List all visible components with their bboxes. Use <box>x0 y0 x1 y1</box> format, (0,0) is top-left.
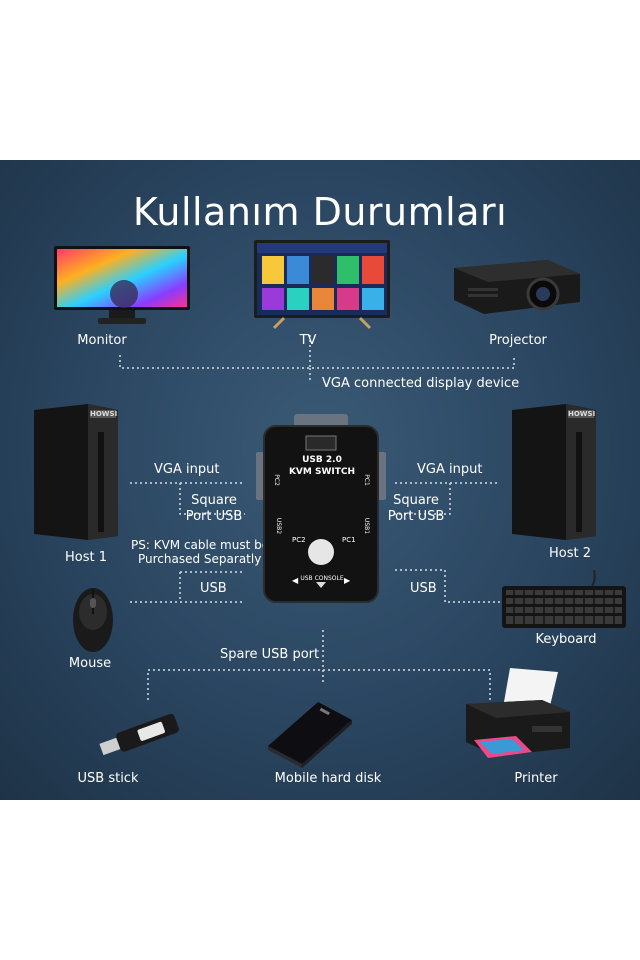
usb-stick-label: USB stick <box>77 771 139 786</box>
keyboard-image <box>502 569 628 634</box>
square-usb-right-label-1: Square <box>393 493 439 508</box>
mobile-hdd-image <box>264 698 356 772</box>
kvm-console-left-arrow-icon: ◀ <box>292 576 299 585</box>
usb-stick-image <box>92 708 184 762</box>
diagram-panel: Kullanım Durumları <box>0 160 640 800</box>
kvm-pc2-label: PC2 <box>292 536 306 544</box>
projector-label: Projector <box>489 333 547 348</box>
kvm-console-right-arrow-icon: ▶ <box>344 576 351 585</box>
kvm-switch-image <box>256 408 386 610</box>
diagram-title: Kullanım Durumları <box>132 190 508 234</box>
kvm-note-2: Purchased Separatly <box>138 552 262 566</box>
tv-image <box>254 240 390 334</box>
mouse-label: Mouse <box>68 656 112 671</box>
host1-image <box>30 402 122 546</box>
host2-logo: HOWSI <box>568 410 596 418</box>
vga-display-label: VGA connected display device <box>322 376 520 391</box>
vga-input-left-label: VGA input <box>154 462 220 477</box>
monitor-label: Monitor <box>77 333 127 348</box>
host1-label: Host 1 <box>64 550 107 565</box>
keyboard-label: Keyboard <box>535 632 597 647</box>
host1-logo: HOWSI <box>90 410 118 418</box>
mouse-image <box>70 584 116 658</box>
square-usb-left-label-1: Square <box>191 493 237 508</box>
kvm-console-label: USB CONSOLE <box>300 575 344 582</box>
monitor-image <box>54 246 190 332</box>
printer-image <box>462 666 574 770</box>
spare-usb-label: Spare USB port <box>220 647 320 662</box>
vga-input-right-label: VGA input <box>417 462 483 477</box>
kvm-usb2-side-label: USB2 <box>275 517 283 535</box>
host2-label: Host 2 <box>548 546 591 561</box>
mobile-hdd-label: Mobile hard disk <box>274 771 382 786</box>
printer-label: Printer <box>514 771 558 786</box>
kvm-note-1: PS: KVM cable must be <box>131 538 270 552</box>
square-usb-right-label-2: Port USB <box>387 509 445 524</box>
kvm-usb1-side-label: USB1 <box>363 517 371 535</box>
kvm-pc1-label: PC1 <box>342 536 356 544</box>
usb-left-label: USB <box>200 581 227 596</box>
kvm-switch-line2: KVM SWITCH <box>288 467 356 477</box>
usb-right-label: USB <box>410 581 437 596</box>
kvm-pc1-side-label: PC1 <box>362 474 370 486</box>
kvm-switch-line1: USB 2.0 <box>302 455 342 465</box>
projector-image <box>448 254 584 328</box>
kvm-pc2-side-label: PC2 <box>272 474 280 486</box>
square-usb-left-label-2: Port USB <box>185 509 243 524</box>
tv-label: TV <box>299 333 317 348</box>
host2-image <box>508 402 600 546</box>
connection-lines <box>119 335 515 700</box>
